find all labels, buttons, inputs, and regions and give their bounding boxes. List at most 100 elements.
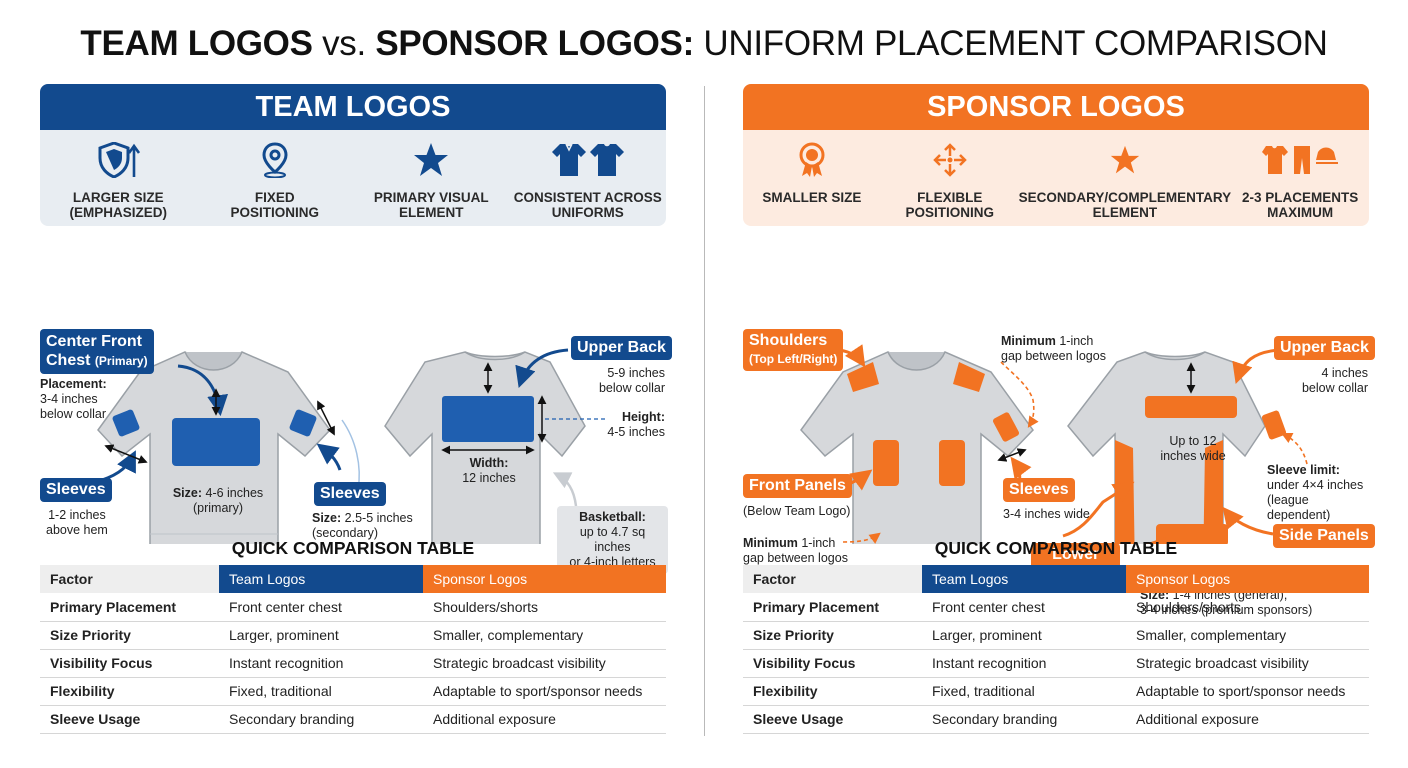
label-sub: (Top Left/Right)	[749, 352, 838, 366]
note-text: under 4×4 inches (league dependent)	[1267, 478, 1364, 522]
header-sponsor-logos: Sponsor Logos	[423, 565, 666, 593]
note-text: 4-5 inches	[607, 425, 665, 439]
note-title: Height:	[621, 410, 665, 424]
team-comparison-table: Factor Team Logos Sponsor Logos Primary …	[40, 565, 666, 734]
table-cell: Shoulders/shorts	[1126, 593, 1369, 622]
feature-secondary-element: SECONDARY/COMPLEMENTARY ELEMENT	[1019, 130, 1232, 226]
note-title: Minimum	[743, 536, 798, 550]
ribbon-icon	[743, 142, 881, 178]
team-banner: TEAM LOGOS	[40, 84, 666, 130]
team-features: LARGER SIZE (EMPHASIZED) FIXED POSITIONI…	[40, 130, 666, 226]
table-cell: Additional exposure	[1126, 705, 1369, 734]
table-cell: Visibility Focus	[40, 649, 219, 678]
upper-back-width-note: Up to 12 inches wide	[1160, 434, 1226, 463]
table-cell: Smaller, complementary	[423, 621, 666, 650]
shoulders-label: Shoulders(Top Left/Right)	[743, 329, 844, 371]
shield-arrow-icon	[40, 142, 197, 178]
note-text: 3-4 inches below collar	[40, 392, 107, 421]
note-title: Size:	[172, 486, 203, 500]
label-text: Chest	[46, 352, 91, 369]
jerseys-icon	[510, 142, 667, 178]
table-header-row: Factor Team Logos Sponsor Logos	[40, 565, 666, 593]
table-header-row: Factor Team Logos Sponsor Logos	[743, 565, 1369, 593]
table-cell: Instant recognition	[922, 649, 1126, 678]
feature-label: SMALLER SIZE	[762, 190, 862, 205]
table-cell: Front center chest	[922, 593, 1126, 622]
feature-larger-size: LARGER SIZE (EMPHASIZED)	[40, 130, 197, 226]
sleeves-right-note: Size: 2.5-5 inches (secondary)	[312, 511, 413, 541]
front-panels-note: (Below Team Logo)	[743, 504, 851, 518]
table-cell: Instant recognition	[219, 649, 423, 678]
sponsor-upper-back-logo	[1145, 396, 1237, 418]
header-sponsor-logos: Sponsor Logos	[1126, 565, 1369, 593]
min-gap-top-note: Minimum 1-inch gap between logos	[1001, 334, 1106, 364]
sleeves-right-label: Sleeves	[314, 482, 386, 506]
upper-back-note: 5-9 inches below collar	[598, 366, 665, 395]
label-sub: (Primary)	[94, 354, 148, 368]
table-cell: Strategic broadcast visibility	[423, 649, 666, 678]
sleeves-left-label: Sleeves	[40, 478, 112, 502]
note-title: Minimum	[1001, 334, 1056, 348]
table-cell: Fixed, traditional	[219, 677, 423, 706]
sleeve-limit-note: Sleeve limit:under 4×4 inches (league de…	[1267, 463, 1369, 523]
table-cell: Sleeve Usage	[40, 705, 219, 734]
note-title: Size:	[312, 511, 342, 525]
note-text: 1-inch gap between logos	[743, 536, 848, 565]
table-cell: Secondary branding	[219, 705, 423, 734]
header-team-logos: Team Logos	[922, 565, 1126, 593]
feature-label: FIXED POSITIONING	[230, 190, 319, 220]
team-front-chest-logo	[172, 418, 260, 466]
table-cell: Size Priority	[743, 621, 922, 650]
feature-label: 2-3 PLACEMENTS MAXIMUM	[1241, 190, 1359, 220]
feature-label: LARGER SIZE (EMPHASIZED)	[69, 190, 168, 220]
table-cell: Adaptable to sport/sponsor needs	[1126, 677, 1369, 706]
team-table-title: QUICK COMPARISON TABLE	[231, 538, 475, 558]
team-right-sleeve-logo	[289, 409, 317, 437]
note-title: Sleeve limit:	[1267, 463, 1340, 477]
feature-primary-visual: PRIMARY VISUAL ELEMENT	[353, 130, 510, 226]
table-cell: Front center chest	[219, 593, 423, 622]
table-cell: Shoulders/shorts	[423, 593, 666, 622]
feature-flexible-positioning: FLEXIBLE POSITIONING	[881, 130, 1019, 226]
sleeves-left-note: 1-2 inches above hem	[46, 508, 108, 537]
sponsor-sleeve-logo	[993, 412, 1019, 442]
header-team-logos: Team Logos	[219, 565, 423, 593]
sponsor-front-right-panel	[939, 440, 965, 486]
title-rest: UNIFORM PLACEMENT COMPARISON	[693, 24, 1328, 63]
sponsor-right-side-panel	[1203, 440, 1223, 544]
width-note: Width:12 inches	[443, 456, 535, 486]
note-title: Basketball:	[579, 510, 646, 524]
sleeves-label: Sleeves	[1003, 478, 1075, 502]
sponsor-table-title: QUICK COMPARISON TABLE	[934, 538, 1178, 558]
height-note: Height:4-5 inches	[600, 410, 665, 440]
apparel-icon	[1231, 142, 1369, 178]
title-vs: vs.	[312, 24, 376, 63]
move-arrows-icon	[881, 142, 1019, 178]
table-cell: Adaptable to sport/sponsor needs	[423, 677, 666, 706]
header-factor: Factor	[40, 565, 219, 593]
basketball-note: Basketball:up to 4.7 sq inches or 4-inch…	[557, 506, 668, 574]
note-title: Width:	[469, 456, 509, 470]
feature-placements-max: 2-3 PLACEMENTS MAXIMUM	[1231, 130, 1369, 226]
min-gap-bottom-note: Minimum 1-inch gap between logos	[743, 536, 848, 566]
sleeves-note: 3-4 inches wide	[1003, 507, 1090, 521]
sponsor-lower-back-logo	[1156, 524, 1228, 544]
feature-label: PRIMARY VISUAL ELEMENT	[373, 190, 489, 220]
feature-smaller-size: SMALLER SIZE	[743, 130, 881, 226]
sponsor-comparison-table: Factor Team Logos Sponsor Logos Primary …	[743, 565, 1369, 734]
star-icon	[353, 142, 510, 178]
map-pin-icon	[197, 142, 354, 178]
feature-consistent: CONSISTENT ACROSS UNIFORMS	[510, 130, 667, 226]
star-icon	[1019, 142, 1232, 178]
front-panels-label: Front Panels	[743, 474, 852, 498]
sponsor-left-shoulder-logo	[847, 362, 879, 392]
upper-back-label: Upper Back	[1274, 336, 1375, 360]
